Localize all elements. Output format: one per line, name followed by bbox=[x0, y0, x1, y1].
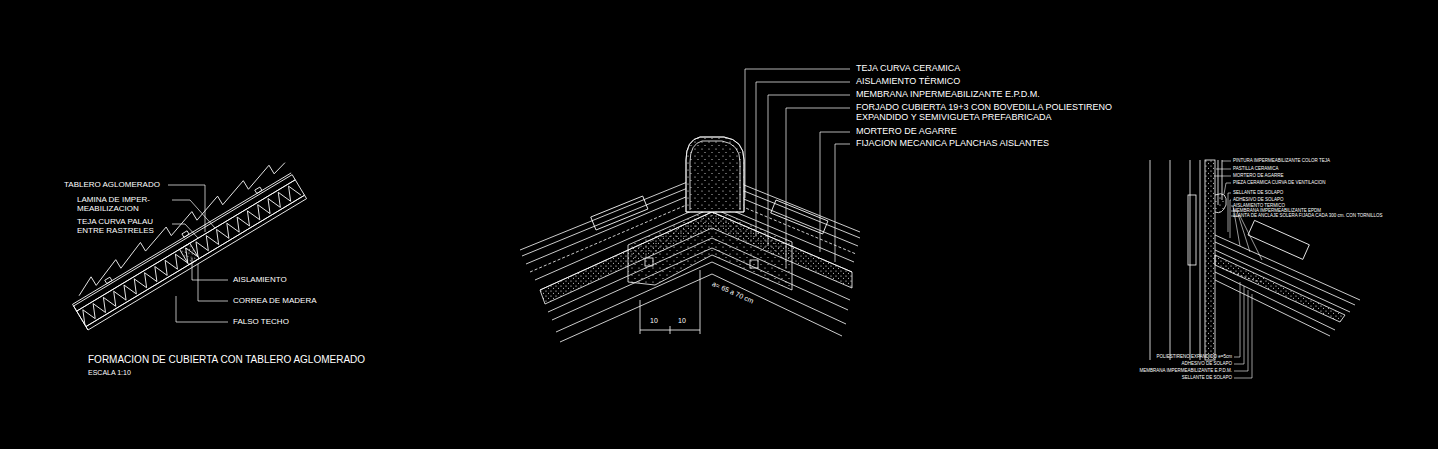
callout-label: AISLAMIENTO bbox=[233, 275, 287, 284]
callout-label: MORTERO DE AGARRE bbox=[1233, 173, 1283, 178]
callout-label: AISLAMIENTO TÉRMICO bbox=[856, 76, 960, 86]
callout-label: SELLANTE DE SOLAPO bbox=[1182, 375, 1232, 380]
callout-label: PIEZA CERAMICA CURVA DE VENTILACION bbox=[1233, 180, 1326, 185]
callout-label: SELLANTE DE SOLAPO bbox=[1233, 190, 1283, 195]
callout-label: TEJA CURVA CERAMICA bbox=[856, 63, 960, 73]
callout-label: PASTILLA CERAMICA bbox=[1233, 166, 1278, 171]
callout-label: POLIESTIRENO EXPANDIDO e=5cm bbox=[1156, 354, 1232, 359]
callout-label: LAMINA DE IMPER- MEABILIZACION bbox=[77, 195, 169, 213]
callout-label: MEMBRANA IMPERMEABILIZANTE E.P.D.M. bbox=[1140, 368, 1232, 373]
callout-label: ADHESIVO DE SOLAPO bbox=[1233, 197, 1284, 202]
callout-label: FALSO TECHO bbox=[233, 317, 289, 326]
callout-label: FORJADO CUBIERTA 19+3 CON BOVEDILLA POLI… bbox=[856, 102, 1156, 123]
callout-label: LLANTA DE ANCLAJE SOLERA FIJADA CADA 300… bbox=[1233, 213, 1383, 218]
callout-label: FIJACION MECANICA PLANCHAS AISLANTES bbox=[856, 138, 1049, 148]
callout-label: TABLERO AGLOMERADO bbox=[64, 180, 160, 189]
callout-label: 10 bbox=[678, 317, 686, 325]
callout-label: TEJA CURVA PALAU ENTRE RASTRELES bbox=[77, 217, 169, 235]
callout-label: AISLAMIENTO TERMICO bbox=[1233, 203, 1285, 208]
ridge-section bbox=[520, 137, 860, 342]
callout-label: MORTERO DE AGARRE bbox=[856, 126, 957, 136]
callout-label: CORREA DE MADERA bbox=[233, 296, 317, 305]
callout-label: MEMBRANA IMPERMEABILIZANTE EPDM bbox=[1233, 208, 1321, 213]
callout-label: PINTURA IMPERMEABILIZANTE COLOR TEJA bbox=[1233, 158, 1330, 163]
detail-title: FORMACION DE CUBIERTA CON TABLERO AGLOME… bbox=[88, 354, 365, 366]
wall-roof-junction bbox=[1150, 160, 1360, 360]
leader-lines-middle bbox=[745, 69, 850, 268]
callout-label: MEMBRANA INPERMEABILIZANTE E.P.D.M. bbox=[856, 89, 1040, 99]
callout-label: 10 bbox=[650, 317, 658, 325]
callout-label: ADHESIVO DE SOLAPO bbox=[1181, 361, 1232, 366]
leader-lines-left bbox=[168, 185, 228, 322]
callout-label: ESCALA 1:10 bbox=[88, 369, 131, 377]
